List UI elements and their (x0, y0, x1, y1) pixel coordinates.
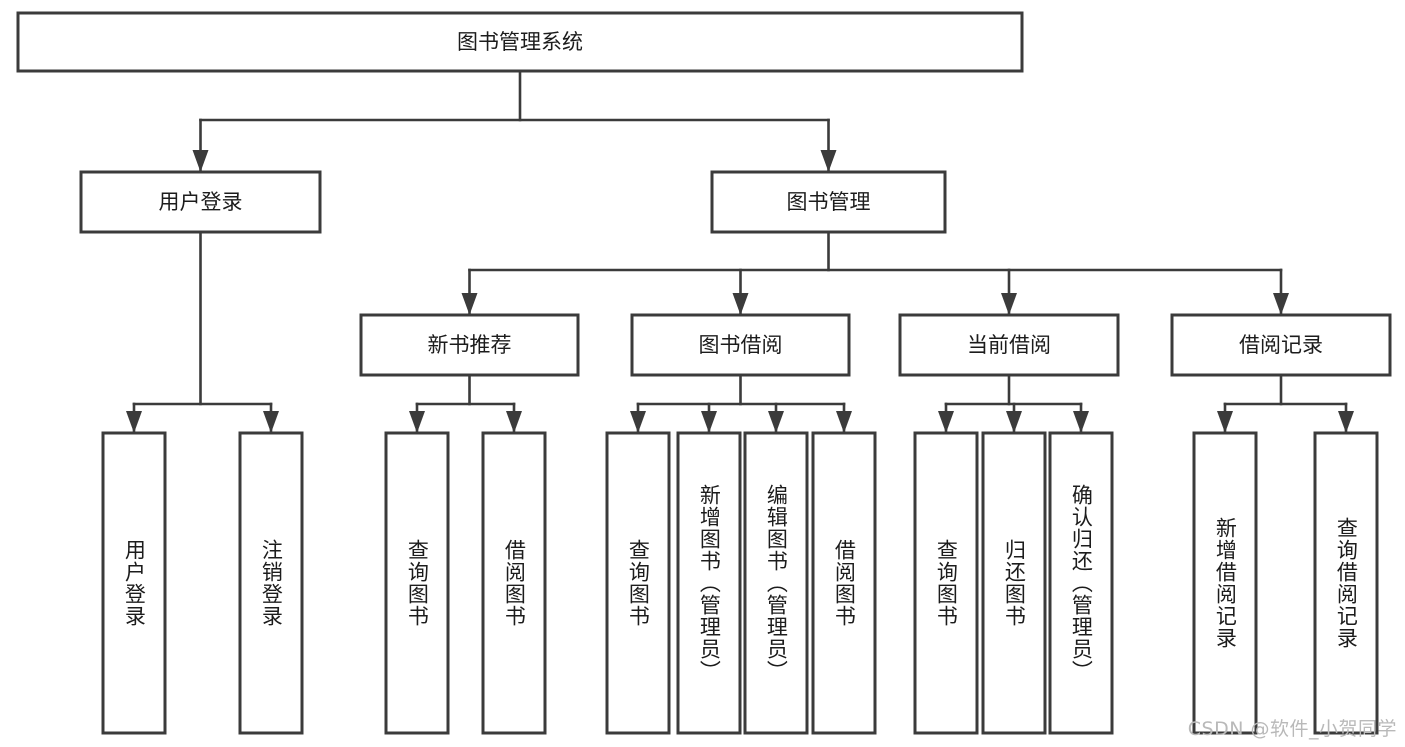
level2-node-0-label: 用户登录 (159, 190, 243, 214)
leaf-node-0-rect (101, 431, 167, 735)
leaf-node-9[interactable] (981, 431, 1047, 735)
level2-node-0-rect (79, 170, 322, 234)
leaf-node-10-rect (1048, 431, 1114, 735)
arrow-head-icon (630, 411, 646, 433)
arrow-head-icon (1217, 411, 1233, 433)
level3-node-1-label: 图书借阅 (699, 333, 783, 357)
leaf-node-6[interactable] (743, 431, 809, 735)
level3-node-1-rect (630, 313, 851, 377)
leaf-node-4[interactable] (605, 431, 671, 735)
root-node-book-management-system-rect (16, 11, 1024, 73)
connector-layer (126, 69, 1354, 434)
arrow-head-icon (461, 293, 478, 315)
arrow-head-icon (938, 411, 954, 433)
arrow-head-icon (263, 411, 279, 433)
leaf-node-2-rect (384, 431, 450, 735)
level2-node-1-label: 图书管理 (787, 190, 871, 214)
arrow-head-icon (1001, 293, 1017, 315)
arrow-head-icon (1338, 411, 1354, 433)
leaf-node-11[interactable] (1192, 431, 1258, 735)
leaf-node-3-rect (481, 431, 547, 735)
arrow-head-icon (126, 411, 142, 433)
leaf-node-9-rect (981, 431, 1047, 735)
arrow-head-icon (1273, 293, 1289, 315)
arrow-head-icon (701, 411, 717, 433)
level3-node-3-label: 借阅记录 (1239, 333, 1323, 357)
leaf-node-5-rect (676, 431, 742, 735)
level3-node-3-rect (1170, 313, 1392, 377)
level3-node-2-rect (898, 313, 1120, 377)
arrow-head-icon (768, 411, 784, 433)
leaf-node-7[interactable] (811, 431, 877, 735)
level3-node-0-label: 新书推荐 (428, 333, 512, 357)
level2-node-0[interactable]: 用户登录 (79, 170, 322, 234)
leaf-node-7-rect (811, 431, 877, 735)
leaf-node-1[interactable] (238, 431, 304, 735)
level3-node-3[interactable]: 借阅记录 (1170, 313, 1392, 377)
leaf-node-3[interactable] (481, 431, 547, 735)
leaf-node-6-rect (743, 431, 809, 735)
leaf-node-8[interactable] (913, 431, 979, 735)
arrow-head-icon (409, 411, 425, 433)
root-node-label: 图书管理系统 (457, 30, 583, 54)
leaf-node-12[interactable] (1313, 431, 1379, 735)
level3-node-1[interactable]: 图书借阅 (630, 313, 851, 377)
leaf-node-5[interactable] (676, 431, 742, 735)
arrow-head-icon (820, 150, 837, 172)
leaf-node-11-rect (1192, 431, 1258, 735)
arrow-head-icon (506, 411, 522, 433)
leaf-node-8-rect (913, 431, 979, 735)
level3-node-2-label: 当前借阅 (967, 333, 1051, 357)
leaf-node-0[interactable] (101, 431, 167, 735)
arrow-head-icon (1073, 411, 1089, 433)
leaf-node-4-rect (605, 431, 671, 735)
leaf-node-1-rect (238, 431, 304, 735)
watermark-text: CSDN @软件_小贺同学 (1187, 718, 1397, 740)
leaf-node-2[interactable] (384, 431, 450, 735)
level3-node-0[interactable]: 新书推荐 (359, 313, 580, 377)
level2-node-1-rect (710, 170, 947, 234)
leaf-node-12-rect (1313, 431, 1379, 735)
level3-node-2[interactable]: 当前借阅 (898, 313, 1120, 377)
level3-node-0-rect (359, 313, 580, 377)
level2-node-1[interactable]: 图书管理 (710, 170, 947, 234)
arrow-head-icon (732, 293, 749, 315)
arrow-head-icon (192, 150, 209, 172)
arrow-head-icon (1006, 411, 1022, 433)
arrow-head-icon (836, 411, 852, 433)
leaf-node-10[interactable] (1048, 431, 1114, 735)
root-node-book-management-system[interactable]: 图书管理系统 (16, 11, 1024, 73)
